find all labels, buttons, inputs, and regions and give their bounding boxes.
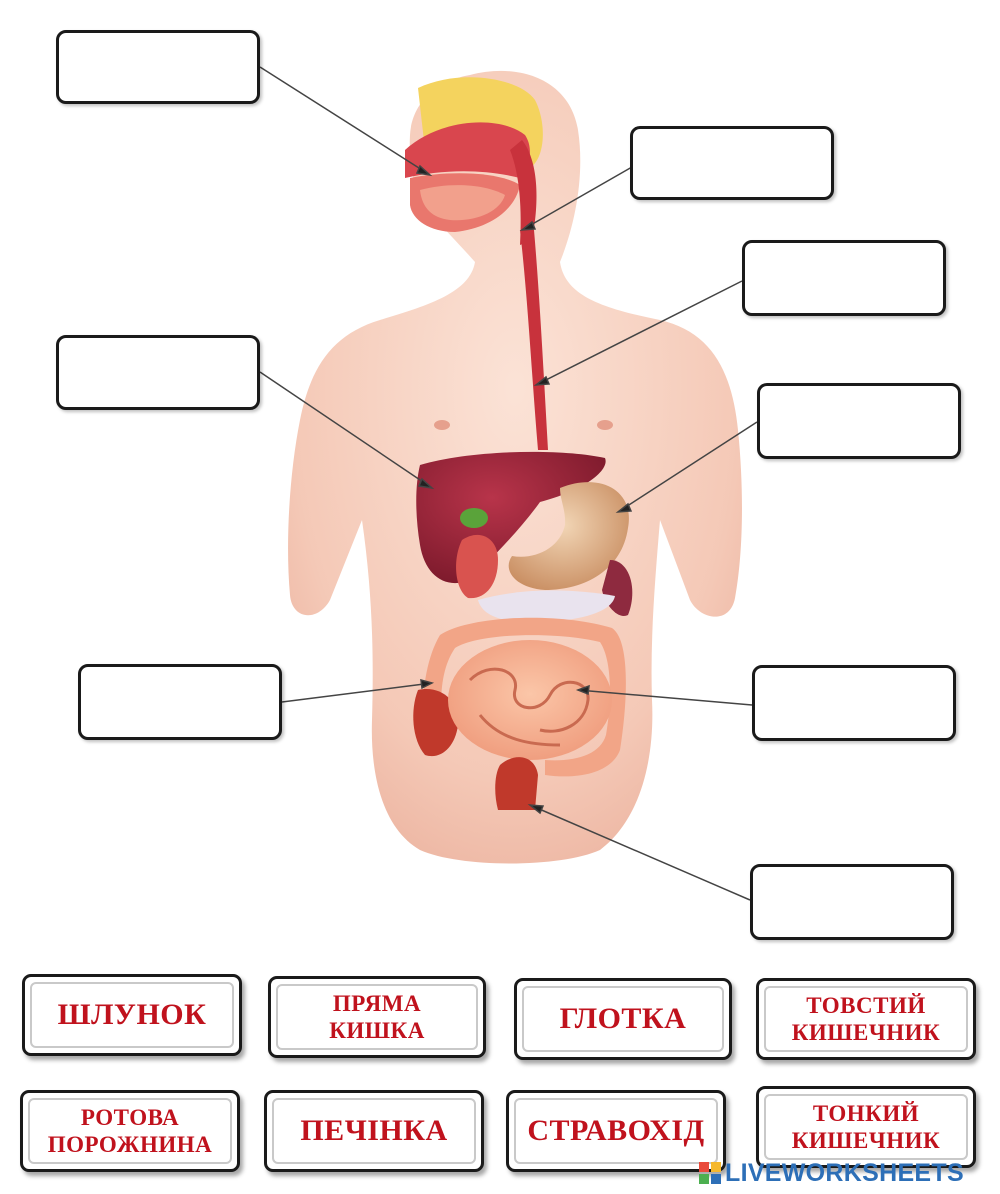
answer-box-5[interactable] bbox=[757, 383, 961, 459]
answer-box-3[interactable] bbox=[742, 240, 946, 316]
pancreas bbox=[478, 590, 615, 622]
answer-box-1[interactable] bbox=[56, 30, 260, 104]
liveworksheets-logo-icon bbox=[699, 1162, 721, 1184]
word-card-liver[interactable]: ПЕЧІНКА bbox=[264, 1090, 484, 1172]
brand-text: LIVEWORKSHEETS bbox=[725, 1158, 964, 1187]
card-inner-border bbox=[514, 1098, 718, 1164]
liveworksheets-watermark: LIVEWORKSHEETS bbox=[698, 1158, 964, 1188]
card-label: ПЕЧІНКА bbox=[300, 1114, 448, 1148]
answer-box-6[interactable] bbox=[78, 664, 282, 740]
card-inner-border bbox=[764, 1094, 968, 1160]
card-label: ГЛОТКА bbox=[559, 1002, 687, 1036]
leader-lines bbox=[259, 66, 758, 901]
word-card-pharynx[interactable]: ГЛОТКА bbox=[514, 978, 732, 1060]
duodenum bbox=[456, 534, 498, 599]
cecum bbox=[413, 689, 459, 757]
card-label: ШЛУНОК bbox=[57, 998, 207, 1032]
small-intestine bbox=[448, 640, 612, 760]
answer-box-4[interactable] bbox=[56, 335, 260, 410]
card-inner-border bbox=[276, 984, 478, 1050]
word-card-stomach[interactable]: ШЛУНОК bbox=[22, 974, 242, 1056]
head-cross-section bbox=[405, 77, 543, 245]
card-inner-border bbox=[764, 986, 968, 1052]
answer-box-7[interactable] bbox=[752, 665, 956, 741]
answer-box-8[interactable] bbox=[750, 864, 954, 940]
card-label: СТРАВОХІД bbox=[527, 1114, 705, 1148]
card-inner-border bbox=[272, 1098, 476, 1164]
large-intestine bbox=[422, 617, 626, 777]
card-inner-border bbox=[30, 982, 234, 1048]
answer-box-2[interactable] bbox=[630, 126, 834, 200]
rectum bbox=[495, 757, 538, 810]
gallbladder bbox=[460, 508, 488, 528]
card-inner-border bbox=[522, 986, 724, 1052]
stomach bbox=[508, 482, 629, 590]
word-card-esophagus[interactable]: СТРАВОХІД bbox=[506, 1090, 726, 1172]
esophagus bbox=[520, 230, 548, 450]
card-inner-border bbox=[28, 1098, 232, 1164]
